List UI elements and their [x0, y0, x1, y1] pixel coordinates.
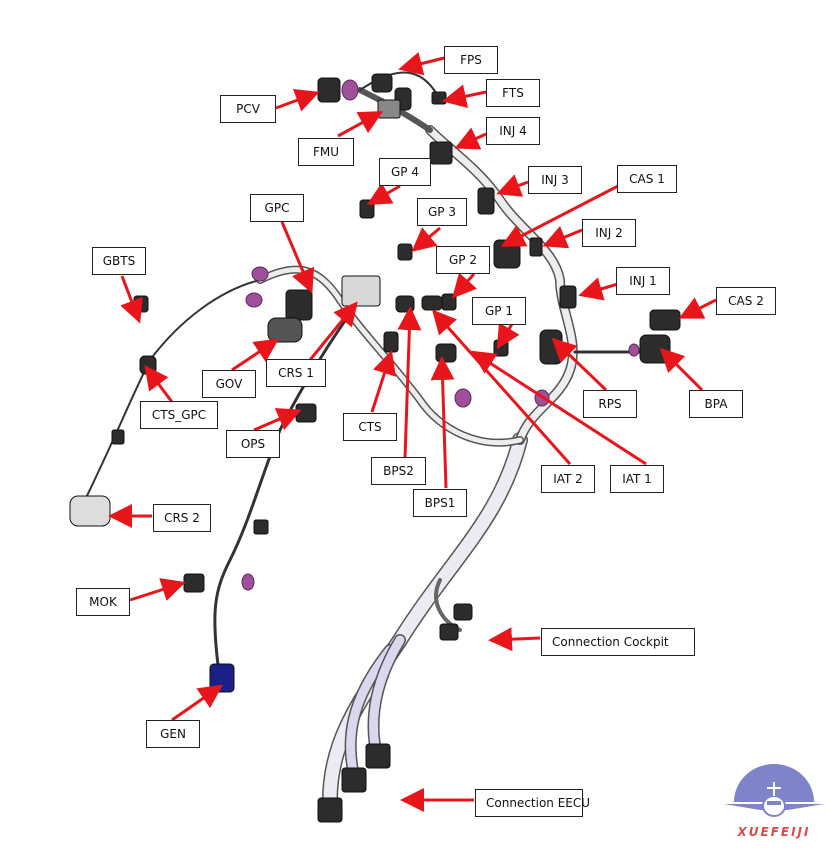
- arrow-cockpit: [488, 627, 541, 652]
- label-gen: GEN: [146, 720, 200, 748]
- cas2-connector: [649, 309, 681, 331]
- label-fps: FPS: [444, 46, 498, 74]
- arrow-gen: [171, 684, 223, 722]
- label-bpa: BPA: [689, 390, 743, 418]
- label-gp4: GP 4: [379, 158, 431, 186]
- arrow-bps2: [397, 306, 422, 459]
- arrow-crs1: [308, 301, 358, 361]
- label-rps: RPS: [583, 390, 637, 418]
- label-fmu: FMU: [298, 138, 354, 166]
- label-cas2: CAS 2: [716, 287, 776, 315]
- label-ops: OPS: [226, 430, 280, 458]
- label-iat2: IAT 2: [541, 465, 595, 493]
- arrow-mok: [129, 578, 186, 602]
- cockpit-connector-1: [453, 603, 473, 621]
- arrow-ops: [253, 408, 302, 432]
- inj1-connector: [559, 285, 577, 309]
- bpa-connector: [639, 334, 671, 364]
- label-gpc: GPC: [250, 194, 304, 222]
- inj2-connector: [529, 237, 543, 257]
- label-bps2: BPS2: [371, 457, 426, 485]
- label-bps1: BPS1: [413, 489, 467, 517]
- label-inj4: INJ 4: [486, 117, 540, 145]
- gp3-connector: [397, 243, 413, 261]
- arrow-iat1: [470, 350, 647, 466]
- label-gov: GOV: [202, 370, 256, 398]
- arrow-cas2: [678, 297, 717, 319]
- arrow-inj4: [454, 127, 487, 150]
- arrow-gpc: [280, 221, 315, 294]
- arrow-fts: [442, 84, 487, 109]
- label-fts: FTS: [486, 79, 540, 107]
- airplane-icon: [724, 782, 824, 817]
- callout-arrows: [108, 51, 717, 812]
- crs1-connector: [341, 275, 381, 307]
- arrow-inj3: [496, 174, 529, 197]
- label-crs2: CRS 2: [153, 504, 211, 532]
- label-inj3: INJ 3: [528, 166, 582, 194]
- label-gp1: GP 1: [472, 297, 526, 325]
- arrow-pcv: [275, 88, 320, 112]
- arrow-cas1: [500, 184, 619, 247]
- bps1-connector: [435, 343, 457, 363]
- ops-connector: [295, 403, 317, 423]
- inj4-connector: [429, 141, 453, 165]
- label-crs1: CRS 1: [266, 359, 326, 387]
- arrow-gbts: [120, 275, 143, 324]
- label-inj1: INJ 1: [616, 267, 670, 295]
- gen-connector: [209, 663, 235, 693]
- arrow-fps: [398, 51, 445, 76]
- crs2-connector: [69, 495, 111, 527]
- arrow-rps: [551, 337, 608, 392]
- label-pcv: PCV: [220, 95, 276, 123]
- gpc-connector: [285, 289, 313, 321]
- gp4-connector: [359, 199, 375, 219]
- cockpit-connector-2: [439, 623, 459, 641]
- fmu-connector: [377, 99, 401, 119]
- arrow-bpa: [659, 347, 704, 392]
- label-inj2: INJ 2: [582, 219, 636, 247]
- eecu-connector-1: [317, 797, 343, 823]
- cts-connector: [383, 331, 399, 353]
- label-iat1: IAT 1: [610, 465, 664, 493]
- arrow-bps1: [430, 356, 455, 489]
- arrow-gp2: [451, 272, 477, 299]
- label-cts-gpc: CTS_GPC: [140, 401, 218, 429]
- logo-text: XUEFEIJI: [737, 825, 811, 839]
- label-cts: CTS: [343, 413, 397, 441]
- label-gbts: GBTS: [92, 247, 146, 275]
- rps-connector: [539, 329, 563, 365]
- label-connection-cockpit: Connection Cockpit: [541, 628, 695, 656]
- arrow-iat2: [432, 309, 572, 465]
- label-cas1: CAS 1: [617, 165, 677, 193]
- iat1-connector: [421, 295, 443, 311]
- gp2-connector: [441, 293, 457, 311]
- arrow-gp1: [496, 322, 520, 350]
- label-connection-eecu: Connection EECU: [475, 789, 590, 817]
- gov-connector: [267, 317, 303, 343]
- label-gp2: GP 2: [436, 246, 490, 274]
- mok-connector: [183, 573, 205, 593]
- eecu-connector-2: [341, 767, 367, 793]
- arrow-cts: [370, 350, 396, 413]
- label-gp3: GP 3: [417, 198, 467, 226]
- fps-connector: [371, 73, 393, 93]
- arrow-inj2: [542, 226, 583, 249]
- arrow-inj1: [578, 277, 619, 301]
- arrow-gp3: [411, 226, 441, 252]
- arrow-fmu: [337, 111, 384, 138]
- eecu-connector-3: [365, 743, 391, 769]
- arrow-gp4: [366, 182, 401, 205]
- sleeves: [241, 79, 640, 591]
- xuefeiji-logo: XUEFEIJI: [724, 764, 824, 839]
- arrow-gov: [231, 338, 279, 372]
- inj3-connector: [477, 187, 495, 215]
- arrow-cts-gpc: [144, 365, 174, 403]
- bps2-connector: [395, 295, 415, 313]
- label-mok: MOK: [76, 588, 130, 616]
- pcv-connector: [317, 77, 341, 103]
- fts-connector: [431, 91, 447, 105]
